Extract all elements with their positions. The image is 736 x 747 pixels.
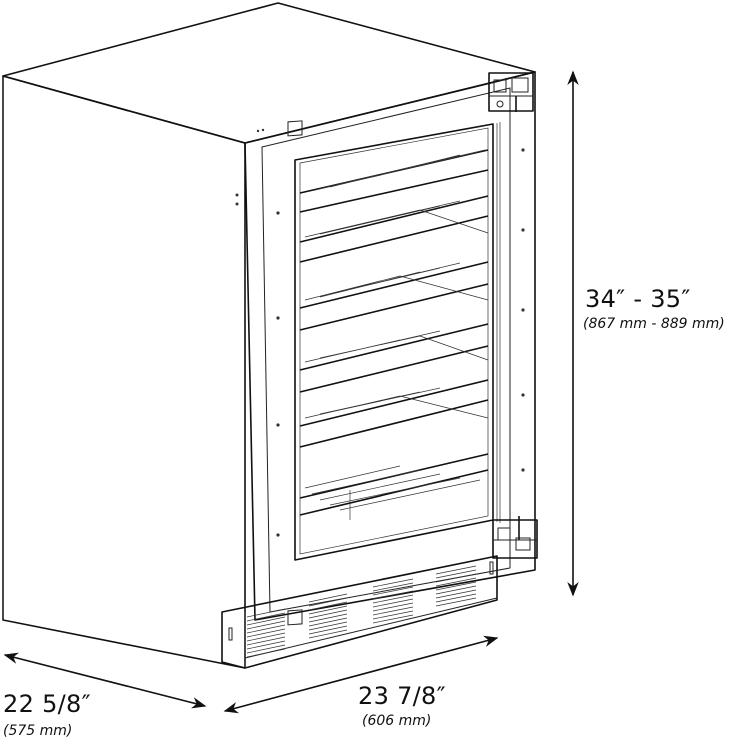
wine-shelves — [299, 149, 489, 520]
depth-dimension-line — [3, 652, 207, 709]
width-dimension-metric: (606 mm) — [362, 713, 432, 729]
door-panel — [244, 71, 536, 626]
bottom-hinge — [492, 516, 538, 559]
depth-dimension-metric: (575 mm) — [3, 723, 73, 739]
height-dimension-metric: (867 mm - 889 mm) — [583, 316, 725, 332]
toe-kick-grille — [221, 555, 498, 669]
top-hinge — [488, 72, 534, 112]
width-dimension-line — [223, 635, 499, 714]
height-dimension-imperial: 34″ - 35″ — [585, 285, 691, 313]
depth-dimension-imperial: 22 5/8″ — [3, 690, 91, 718]
width-dimension-imperial: 23 7/8″ — [358, 682, 446, 710]
